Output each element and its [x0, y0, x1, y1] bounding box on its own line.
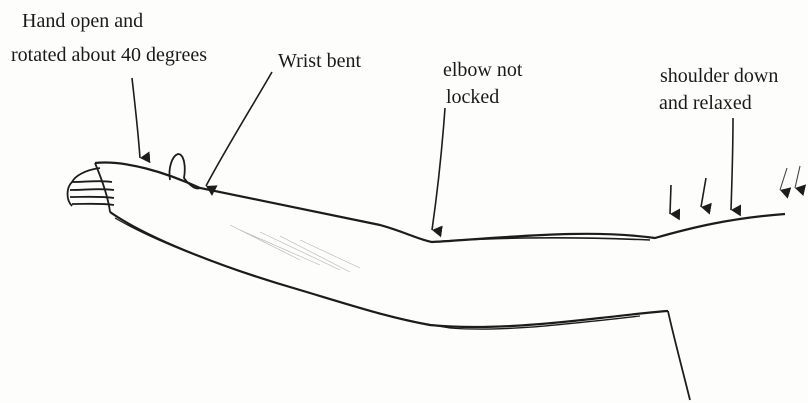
elbow-label-line-1: elbow not: [443, 58, 522, 83]
shoulder-label-line-1: shoulder down: [660, 64, 778, 89]
shoulder-arrow-4: [780, 168, 787, 190]
shoulder-arrow-3: [731, 118, 733, 210]
hand-sketch: [68, 163, 115, 212]
wrist-label: Wrist bent: [278, 49, 361, 74]
elbow-arrow: [432, 108, 445, 230]
shoulder-arrow-1: [670, 185, 671, 214]
thumb-sketch: [169, 154, 200, 189]
shoulder-arrow-2: [701, 178, 706, 207]
hand-label-line-2: rotated about 40 degrees: [11, 43, 207, 68]
shoulder-arrow-5: [795, 166, 800, 188]
hand-label-line-1: Hand open and: [22, 9, 143, 34]
shading: [230, 225, 360, 272]
elbow-label-line-2: locked: [446, 85, 499, 110]
torso-line: [668, 311, 690, 400]
arm-lower-outline: [110, 212, 668, 327]
shoulder-label-line-2: and relaxed: [659, 91, 752, 116]
arm-upper-outline: [95, 163, 785, 242]
hand-arrow: [132, 78, 140, 158]
wrist-arrow: [206, 72, 272, 186]
